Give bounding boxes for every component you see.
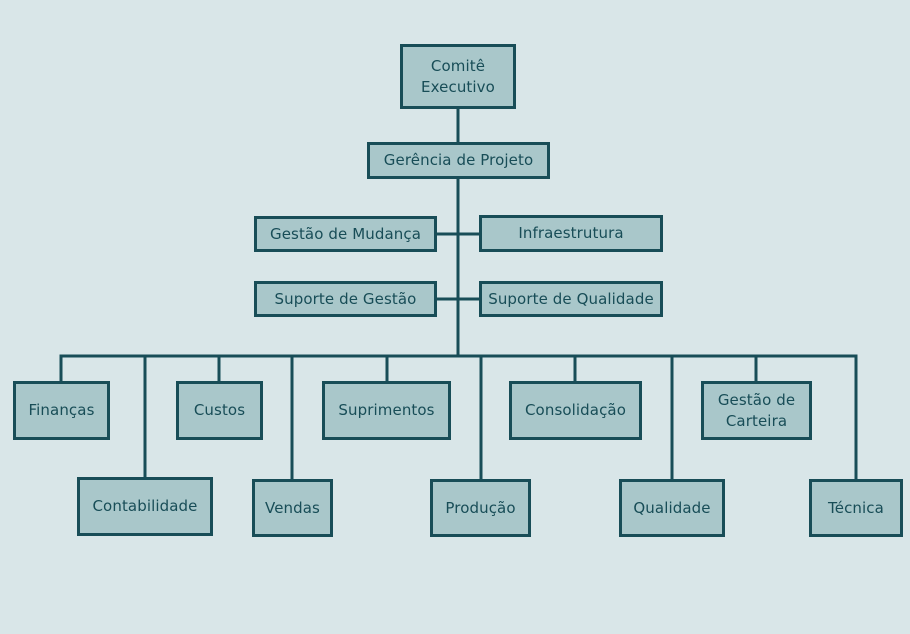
node-qualidade: Qualidade [619,479,725,537]
node-financas: Finanças [13,381,110,440]
node-suprimentos: Suprimentos [322,381,451,440]
node-consolidacao: Consolidação [509,381,642,440]
node-producao: Produção [430,479,531,537]
node-suporte-gestao: Suporte de Gestão [254,281,437,317]
node-tecnica: Técnica [809,479,903,537]
node-contabilidade: Contabilidade [77,477,213,536]
node-gestao-mudanca: Gestão de Mudança [254,216,437,252]
node-suporte-qualidade: Suporte de Qualidade [479,281,663,317]
node-comite-executivo: Comitê Executivo [400,44,516,109]
node-custos: Custos [176,381,263,440]
node-gestao-carteira: Gestão de Carteira [701,381,812,440]
node-gerencia-projeto: Gerência de Projeto [367,142,550,179]
node-infraestrutura: Infraestrutura [479,215,663,252]
node-vendas: Vendas [252,479,333,537]
